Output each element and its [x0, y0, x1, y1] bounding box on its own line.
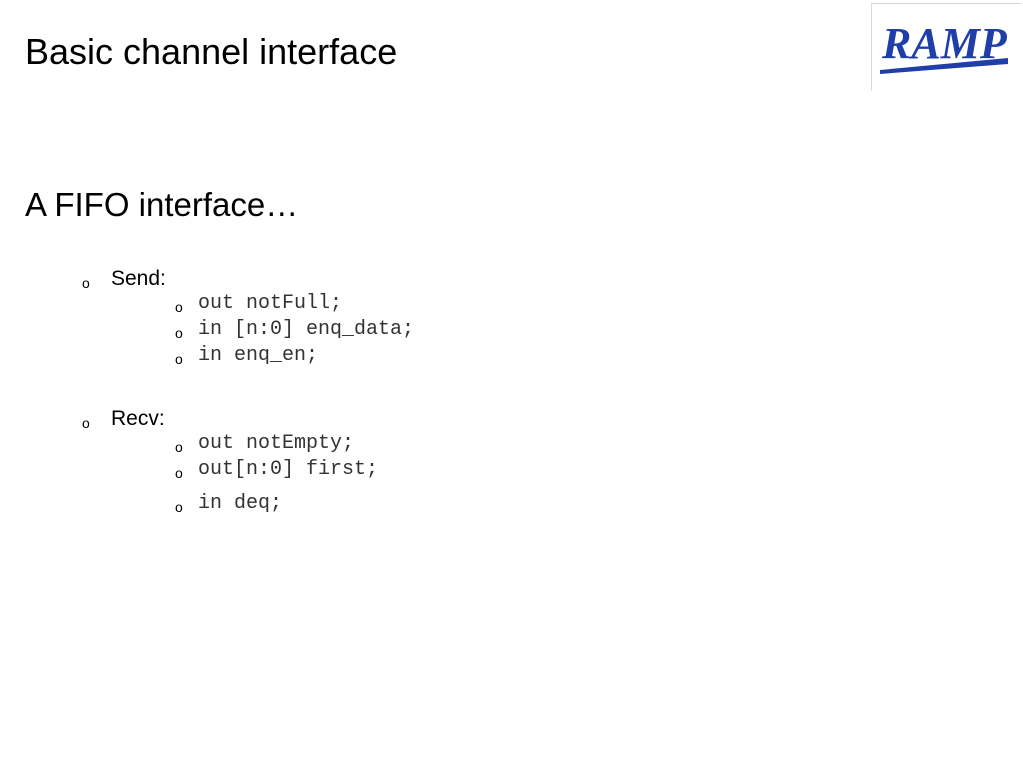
bullet-marker: o: [175, 499, 183, 515]
send-label: Send:: [111, 267, 166, 290]
bullet-marker: o: [82, 415, 90, 431]
bullet-marker: o: [175, 465, 183, 481]
bullet-marker: o: [175, 299, 183, 315]
ramp-logo-icon: RAMP: [880, 19, 1008, 74]
recv-item-first: out[n:0] first;: [198, 458, 379, 481]
send-item-enq-en: in enq_en;: [198, 344, 319, 367]
send-item-notfull: out notFull;: [198, 292, 343, 315]
ramp-logo-swoosh: [880, 58, 1008, 74]
recv-label: Recv:: [111, 407, 165, 430]
bullet-marker: o: [175, 439, 183, 455]
ramp-logo: RAMP: [871, 3, 1021, 91]
recv-item-notempty: out notEmpty;: [198, 432, 355, 455]
fifo-heading: A FIFO interface…: [25, 186, 299, 223]
slide-title: Basic channel interface: [25, 31, 398, 72]
bullet-marker: o: [175, 351, 183, 367]
recv-item-deq: in deq;: [198, 492, 283, 515]
send-item-enq-data: in [n:0] enq_data;: [198, 318, 415, 341]
bullet-marker: o: [175, 325, 183, 341]
ramp-logo-wordmark: RAMP: [881, 19, 1008, 68]
bullet-marker: o: [82, 275, 90, 291]
